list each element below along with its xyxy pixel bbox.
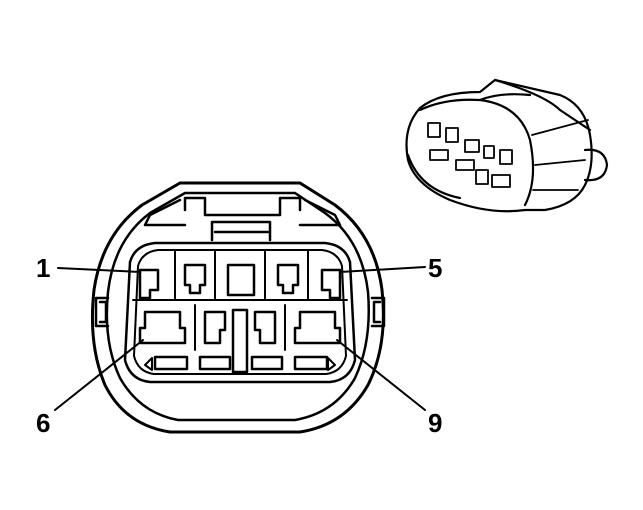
iso-view [405, 78, 609, 213]
cavity-1 [138, 268, 160, 300]
center-key [231, 308, 249, 374]
cavity-9 [293, 310, 342, 345]
cavity-frame-inner [133, 249, 347, 375]
bottom-row-cavities [138, 304, 342, 374]
end-view [90, 181, 386, 434]
iso-cable-boss [583, 148, 609, 182]
latch [183, 196, 302, 242]
latch-wing-right [298, 198, 342, 227]
callout-pin-1: 1 [36, 253, 51, 283]
leader-1 [57, 267, 141, 273]
cavity-8 [253, 310, 277, 345]
callout-pin-9: 9 [428, 408, 443, 438]
cavity-4 [276, 263, 300, 295]
iso-cavities [427, 122, 513, 188]
cavity-2 [183, 263, 207, 295]
callout-pin-6: 6 [36, 408, 51, 438]
cavity-dividers [132, 249, 348, 301]
cavity-frame [123, 241, 357, 384]
top-row-cavities [132, 249, 348, 301]
bottom-dividers [194, 304, 286, 351]
side-tab-right [370, 296, 386, 328]
iso-front-face [406, 98, 535, 207]
side-tab-left [94, 296, 110, 328]
iso-side-lines [531, 119, 589, 191]
cavity-5 [320, 268, 342, 300]
iso-top-edge [478, 78, 592, 132]
cavity-3 [226, 263, 256, 297]
bottom-slots [144, 355, 336, 371]
cavity-6 [138, 310, 187, 345]
leader-lines [54, 266, 426, 411]
outer-shell [90, 181, 385, 434]
cavity-7 [203, 310, 227, 345]
inner-shell [105, 191, 371, 422]
latch-wing-left [143, 198, 187, 227]
iso-body [405, 78, 593, 213]
leader-5 [339, 266, 426, 273]
leader-6 [54, 339, 144, 411]
leader-9 [336, 339, 426, 411]
callout-pin-5: 5 [428, 253, 443, 283]
